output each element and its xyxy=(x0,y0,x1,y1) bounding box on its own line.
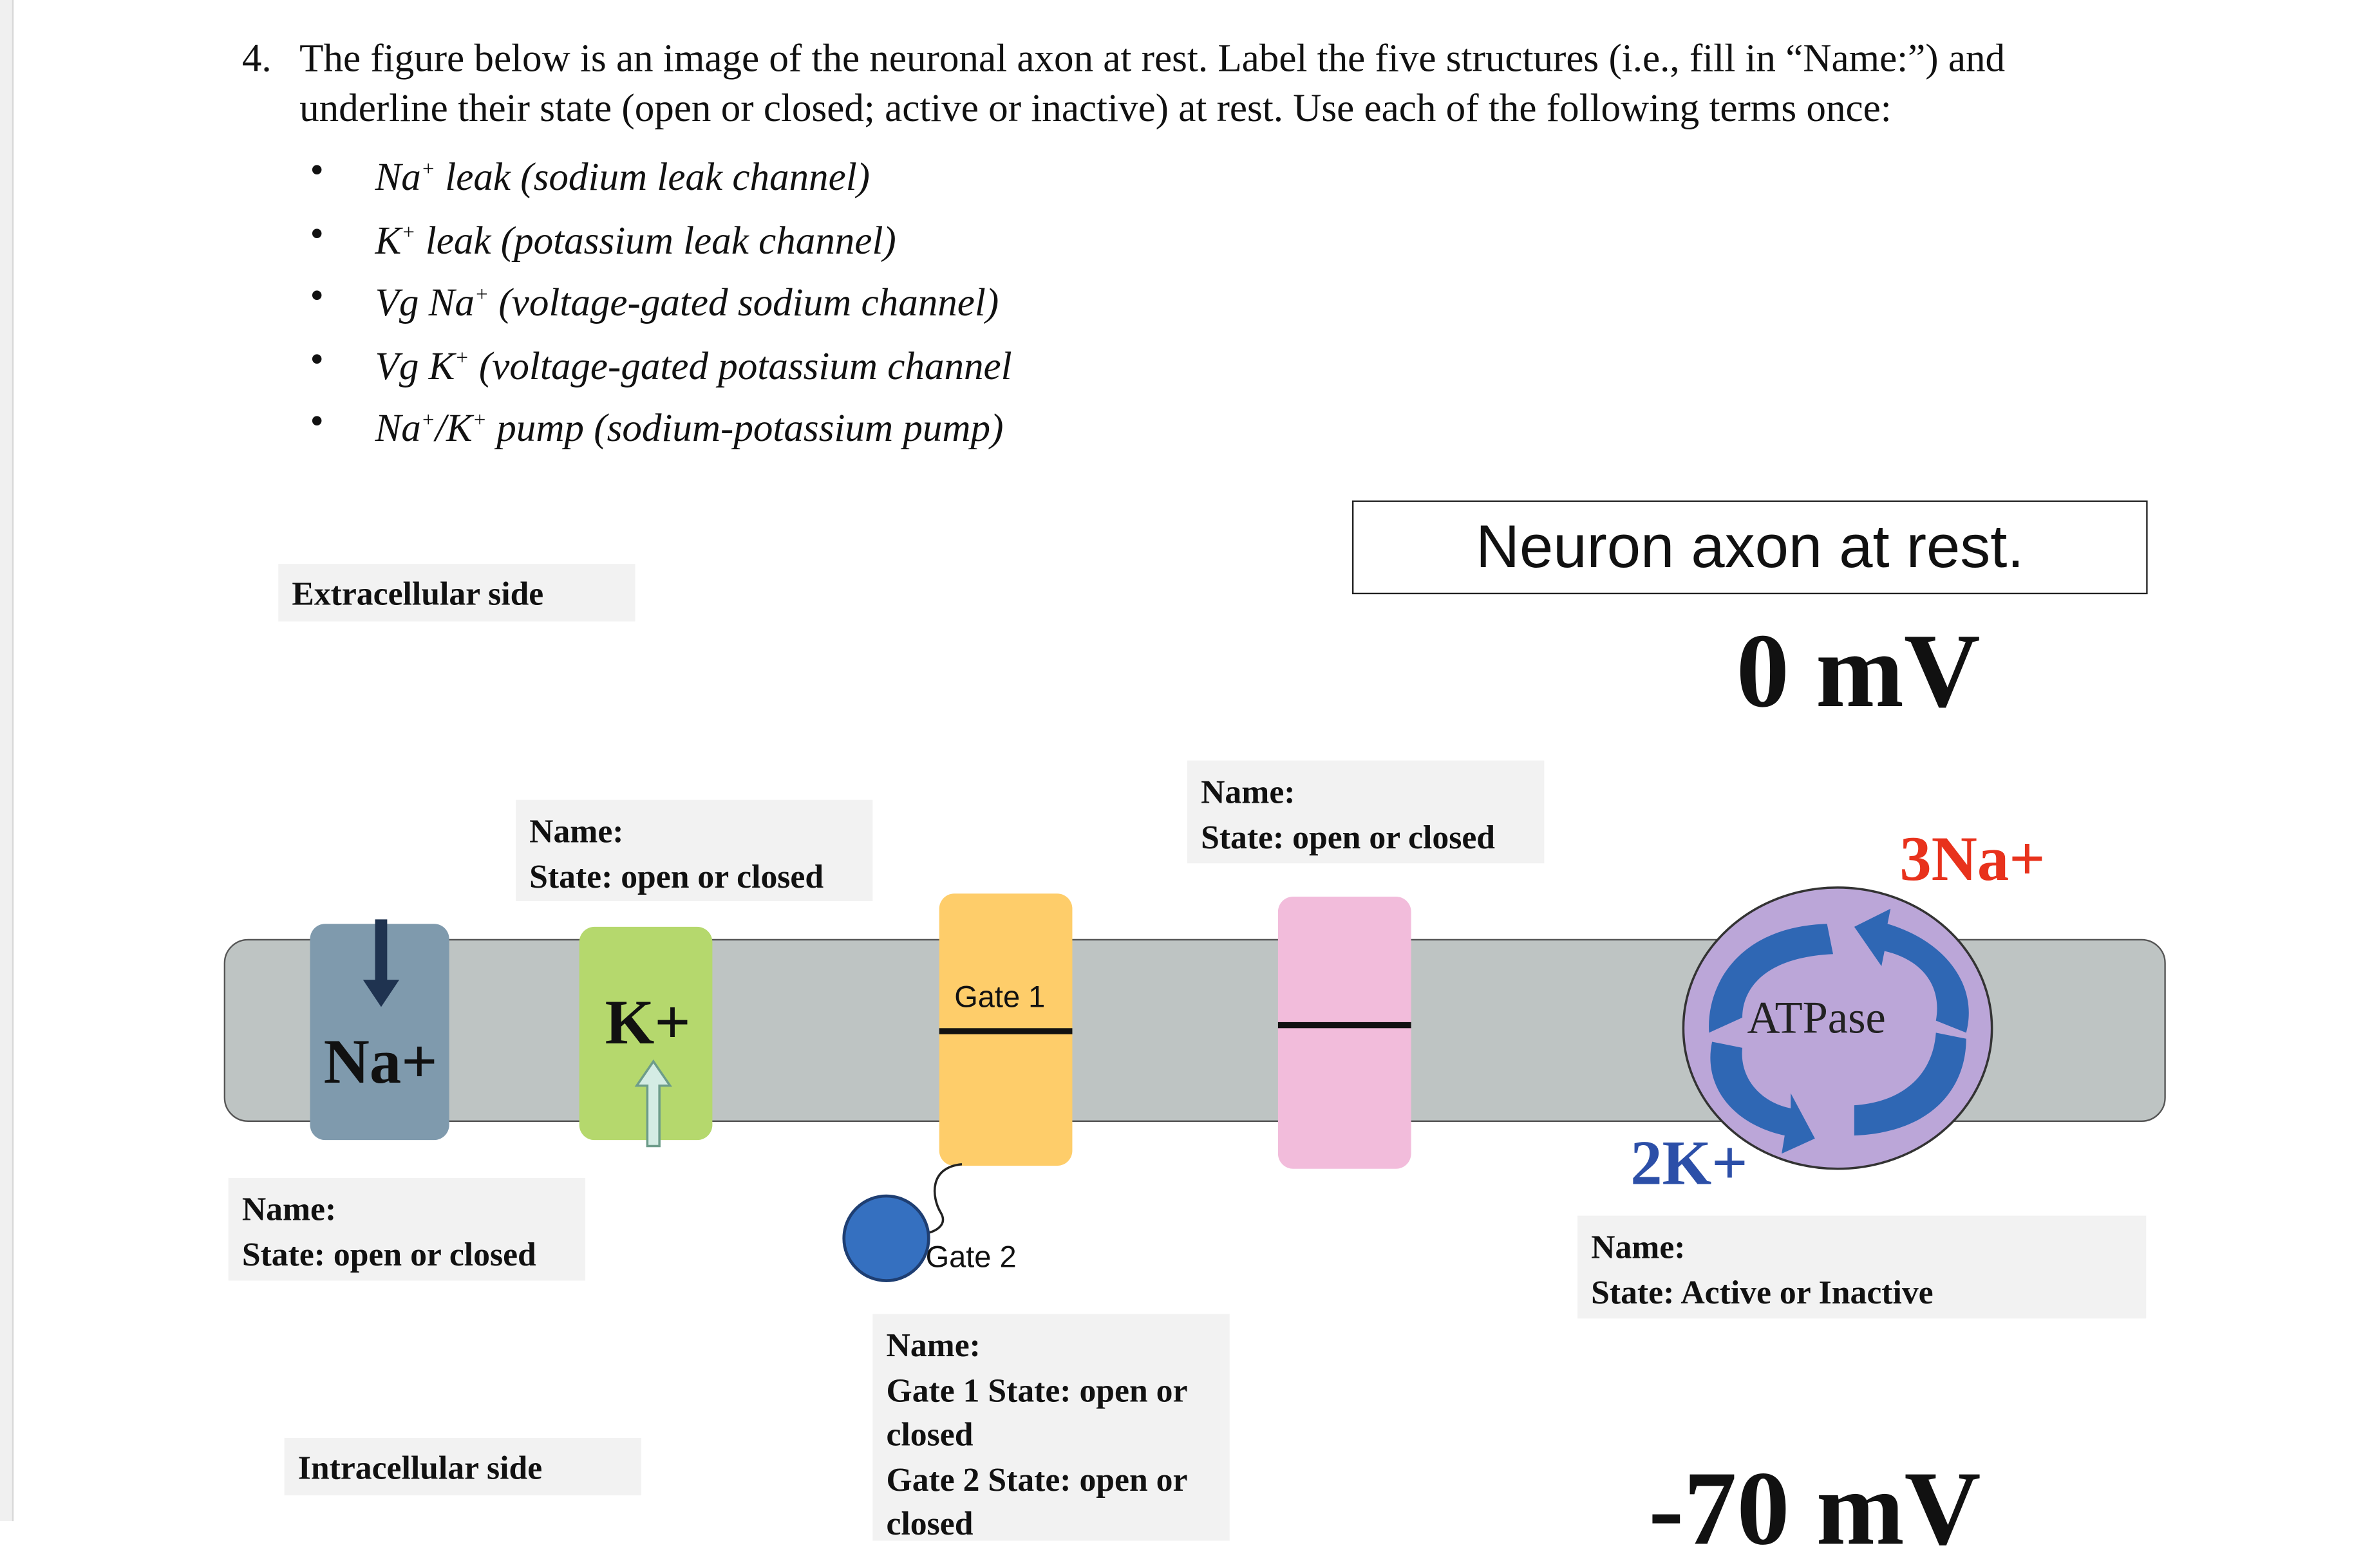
pump-state-field[interactable]: State: Active or Inactive xyxy=(1591,1272,1934,1311)
outside-voltage: 0 mV xyxy=(1736,613,1981,731)
pump-name-field[interactable]: Name: xyxy=(1591,1227,1686,1266)
inactivation-gate-ball xyxy=(842,1162,963,1282)
worksheet-page: 4. The figure below is an image of the n… xyxy=(0,0,2371,1521)
pump-label-box: Name: State: Active or Inactive xyxy=(1577,1215,2147,1319)
term-na-leak: Na+ leak (sodium leak channel) xyxy=(310,144,1012,206)
question-number: 4. xyxy=(241,36,272,80)
na-leak-ion-label: Na+ xyxy=(323,1028,438,1098)
k-leak-state-field[interactable]: State: open or closed xyxy=(529,856,824,895)
term-list: Na+ leak (sodium leak channel) K+ leak (… xyxy=(310,144,1012,457)
na-k-pump: ATPase xyxy=(1682,886,1993,1170)
potassium-ions-in-label: 2K+ xyxy=(1630,1129,1748,1199)
term-vg-k: Vg K+ (voltage-gated potassium channel xyxy=(310,332,1012,395)
vg-k-label-box: Name: State: open or closed xyxy=(1187,760,1545,864)
na-leak-state-field[interactable]: State: open or closed xyxy=(241,1234,536,1273)
vg-na-label-box: Name: Gate 1 State: open or closed Gate … xyxy=(872,1314,1230,1542)
vg-k-name-field[interactable]: Name: xyxy=(1201,772,1295,811)
atpase-label: ATPase xyxy=(1747,993,1886,1043)
gate-1-label: Gate 1 xyxy=(954,981,1046,1015)
inside-voltage: -70 mV xyxy=(1648,1451,1981,1568)
page-edge xyxy=(0,0,14,1522)
figure-title: Neuron axon at rest. xyxy=(1352,500,2148,595)
vg-k-gate-line xyxy=(1277,1022,1411,1029)
vg-na-name-field[interactable]: Name: xyxy=(886,1326,981,1364)
intracellular-label: Intracellular side xyxy=(284,1437,641,1496)
term-vg-na: Vg Na+ (voltage-gated sodium channel) xyxy=(310,269,1012,331)
k-leak-label-box: Name: State: open or closed xyxy=(516,799,873,902)
gate-2-label: Gate 2 xyxy=(925,1241,1017,1275)
up-arrow-icon xyxy=(634,1059,672,1148)
k-leak-name-field[interactable]: Name: xyxy=(529,812,624,850)
sodium-ions-out-label: 3Na+ xyxy=(1899,825,2046,895)
k-leak-ion-label: K+ xyxy=(605,989,691,1059)
extracellular-label: Extracellular side xyxy=(278,564,635,622)
vg-na-gate2-state-field[interactable]: Gate 2 State: open or closed xyxy=(886,1459,1187,1542)
down-arrow-icon xyxy=(362,919,400,1007)
vg-k-state-field[interactable]: State: open or closed xyxy=(1201,817,1496,855)
question-text: The figure below is an image of the neur… xyxy=(299,36,2006,131)
vg-k-channel xyxy=(1277,896,1411,1169)
term-pump: Na+/K+ pump (sodium-potassium pump) xyxy=(310,395,1012,457)
vg-na-gate1-state-field[interactable]: Gate 1 State: open or closed xyxy=(886,1370,1187,1453)
na-leak-label-box: Name: State: open or closed xyxy=(228,1177,586,1281)
k-leak-channel xyxy=(579,926,713,1141)
na-leak-name-field[interactable]: Name: xyxy=(241,1190,337,1228)
gate-1-line xyxy=(939,1028,1073,1034)
term-k-leak: K+ leak (potassium leak channel) xyxy=(310,207,1012,269)
